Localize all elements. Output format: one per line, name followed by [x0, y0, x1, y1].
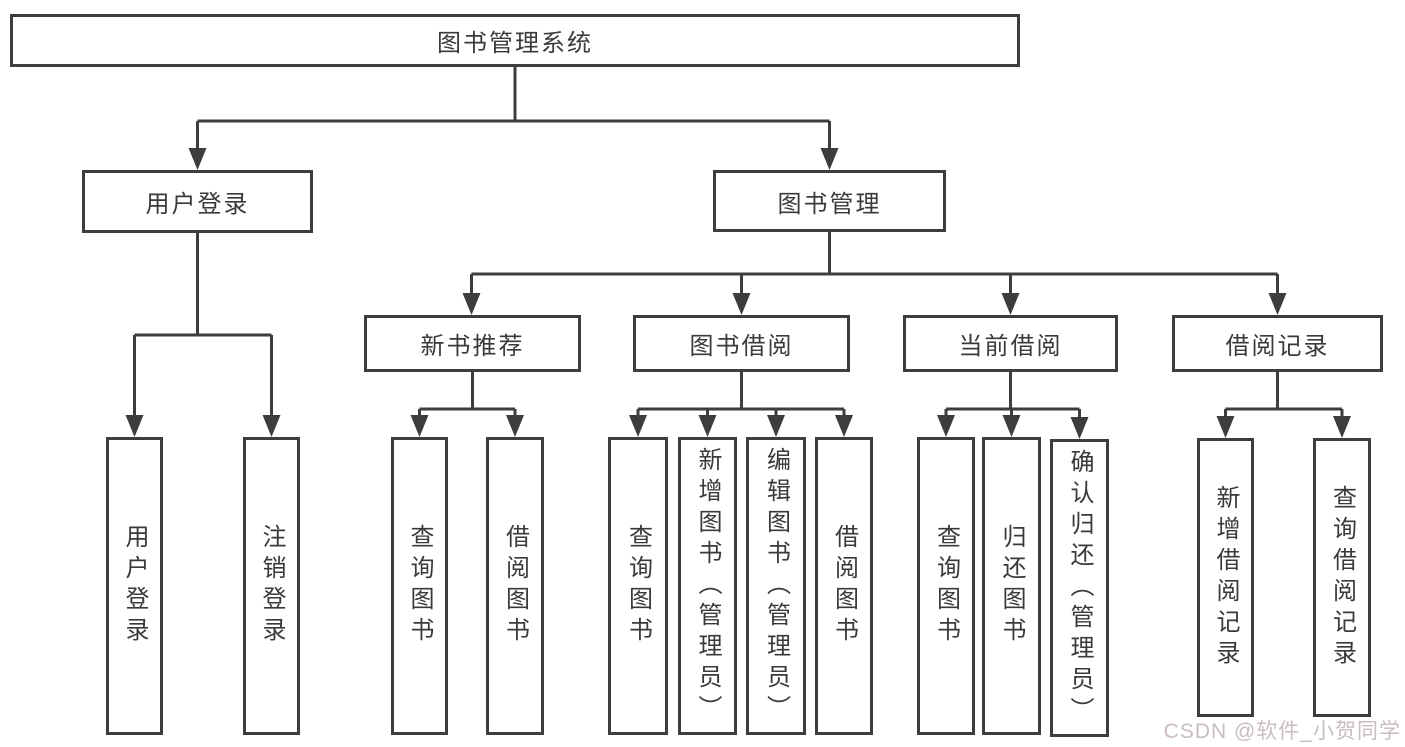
node-label: 归还图书 [998, 524, 1025, 648]
node-label: 图书借阅 [689, 333, 794, 360]
leaf-query-books-recommend: 查询图书 [391, 437, 448, 735]
leaf-return-book: 归还图书 [982, 437, 1041, 735]
node-label: 新增图书（管理员） [694, 446, 721, 726]
node-new-book-recommendation: 新书推荐 [364, 315, 581, 372]
leaf-logout: 注销登录 [243, 437, 300, 735]
node-book-borrowing: 图书借阅 [633, 315, 850, 372]
node-label: 新书推荐 [420, 333, 525, 360]
leaf-query-borrow-record: 查询借阅记录 [1313, 438, 1371, 717]
node-label: 注销登录 [258, 524, 285, 648]
leaf-query-books-current: 查询图书 [917, 437, 975, 735]
leaf-edit-book-admin: 编辑图书（管理员） [746, 437, 806, 735]
node-label: 查询图书 [932, 524, 960, 648]
leaf-user-login: 用户登录 [106, 437, 163, 735]
node-label: 编辑图书（管理员） [762, 446, 790, 726]
leaf-borrow-books: 借阅图书 [815, 437, 873, 735]
node-label: 查询图书 [624, 524, 652, 648]
node-label: 借阅记录 [1225, 333, 1330, 360]
node-library-system-root: 图书管理系统 [10, 14, 1020, 67]
node-label: 图书管理系统 [437, 30, 593, 57]
node-label: 图书管理 [777, 190, 882, 218]
node-label: 查询图书 [406, 524, 433, 648]
leaf-borrow-books-recommend: 借阅图书 [486, 437, 544, 735]
leaf-confirm-return-admin: 确认归还（管理员） [1050, 439, 1109, 737]
node-label: 用户登录 [121, 524, 148, 648]
node-label: 当前借阅 [958, 333, 1063, 360]
csdn-watermark: CSDN @软件_小贺同学 [1163, 720, 1401, 743]
node-user-login: 用户登录 [82, 170, 313, 233]
node-label: 用户登录 [145, 191, 250, 218]
leaf-query-books-borrow: 查询图书 [608, 437, 668, 735]
node-label: 查询借阅记录 [1328, 484, 1356, 671]
node-current-borrowing: 当前借阅 [903, 315, 1118, 372]
node-borrowing-records: 借阅记录 [1172, 315, 1383, 372]
node-book-management: 图书管理 [713, 170, 946, 232]
node-label: 新增借阅记录 [1212, 484, 1239, 671]
leaf-add-borrow-record: 新增借阅记录 [1197, 438, 1254, 717]
node-label: 借阅图书 [830, 524, 858, 648]
node-label: 借阅图书 [501, 524, 529, 648]
leaf-add-book-admin: 新增图书（管理员） [678, 437, 737, 735]
node-label: 确认归还（管理员） [1066, 448, 1093, 728]
